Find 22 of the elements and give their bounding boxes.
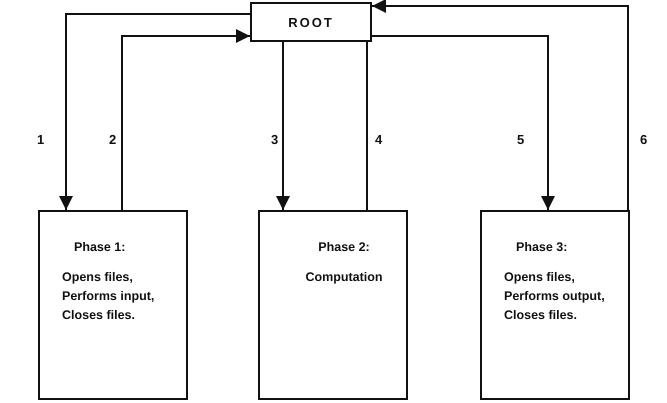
phase-box — [38, 210, 188, 400]
edge-label: 4 — [374, 132, 384, 147]
phase-title: Phase 1: — [74, 240, 126, 254]
phase-description: Opens files, Performs output, Closes files. — [504, 269, 606, 324]
phase-title: Phase 3: — [516, 240, 568, 254]
connector-arrow — [121, 29, 250, 210]
box-title: ROOT — [288, 14, 334, 30]
edge-label: 2 — [108, 132, 118, 147]
connector-arrow — [276, 42, 290, 210]
phase-box — [258, 210, 408, 400]
connector-arrow — [372, 0, 629, 210]
phase-description: Computation — [304, 269, 384, 286]
connector-arrow — [59, 13, 250, 210]
edge-label: 1 — [36, 132, 46, 147]
phase-box — [480, 210, 630, 400]
root-box — [250, 2, 372, 42]
edge-label: 3 — [270, 132, 280, 147]
phase-title: Phase 2: — [318, 240, 370, 254]
phase-description: Opens files, Performs input, Closes files. — [62, 269, 156, 324]
edge-label: 5 — [516, 132, 526, 147]
edge-label: 6 — [639, 132, 648, 147]
connector-arrow — [372, 35, 555, 210]
